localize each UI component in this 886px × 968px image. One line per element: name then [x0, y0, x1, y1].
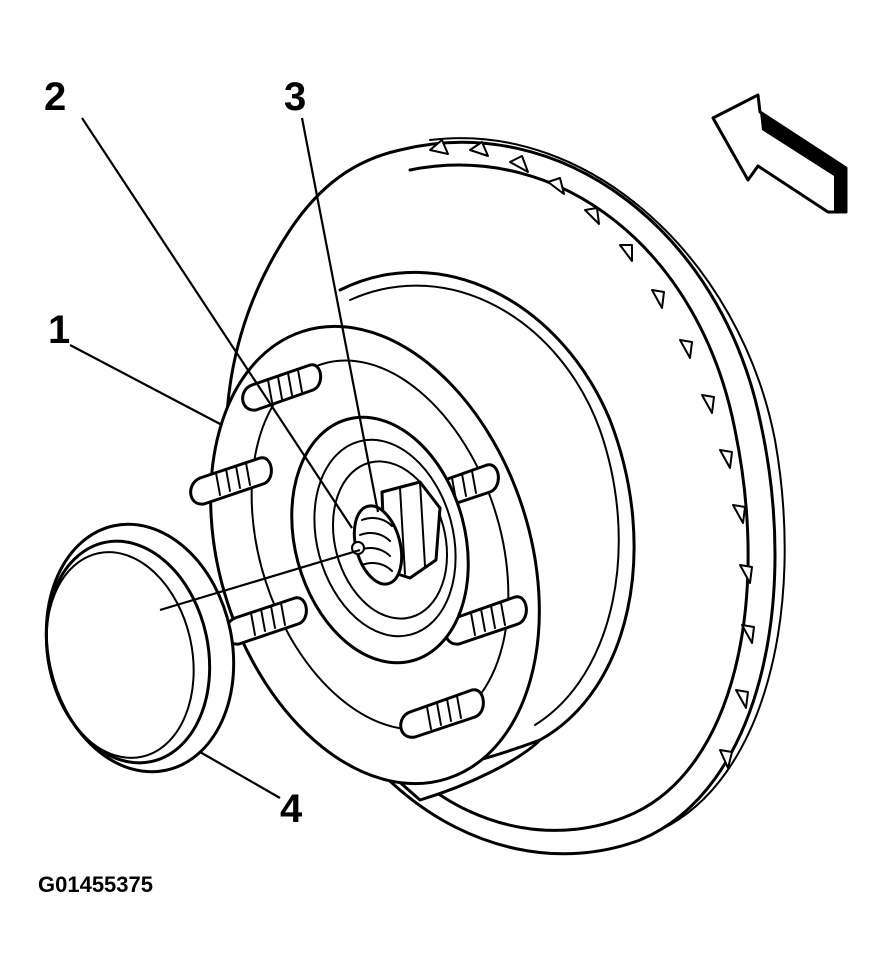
- leader-lines: [69, 117, 380, 799]
- callout-1-label: 1: [48, 308, 70, 352]
- leader-line-2: [81, 117, 353, 529]
- wheel-stud: [241, 363, 322, 412]
- callout-4-label: 4: [280, 787, 303, 831]
- callout-2-label: 2: [44, 75, 66, 119]
- leader-line-cap: [159, 548, 361, 612]
- dust-cap: [44, 522, 236, 774]
- callout-3-label: 3: [284, 75, 306, 119]
- leader-line-1: [69, 344, 223, 426]
- figure-id: G01455375: [38, 872, 153, 897]
- wheel-stud: [399, 688, 485, 739]
- view-direction-arrow-icon: [711, 93, 848, 214]
- rotor-cooling-vanes: [429, 139, 755, 769]
- leader-line-4: [199, 751, 281, 799]
- wheel-stud: [189, 456, 273, 506]
- leader-line-3: [300, 117, 380, 513]
